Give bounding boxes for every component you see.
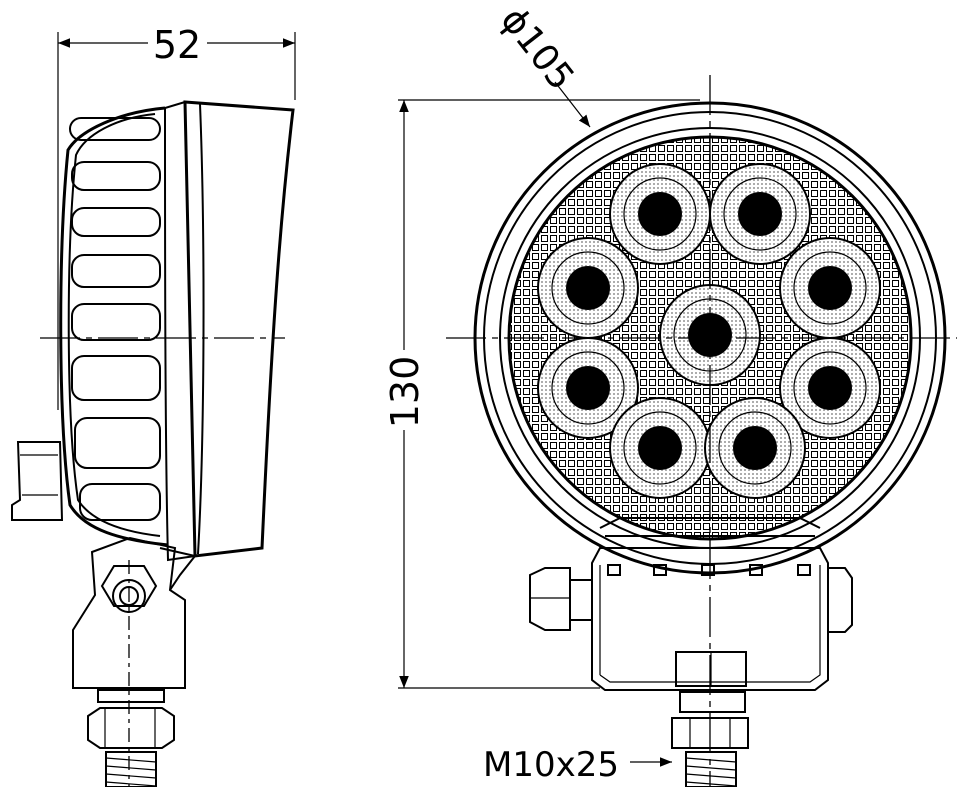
side-bracket	[72, 536, 197, 689]
led	[779, 337, 881, 439]
diameter-dimension: ϕ105	[492, 0, 591, 128]
led	[537, 337, 639, 439]
height-label: 130	[383, 356, 427, 429]
led	[704, 397, 806, 499]
led	[709, 163, 811, 265]
front-view: 130 ϕ105 M10x25	[383, 0, 957, 787]
led	[609, 163, 711, 265]
diameter-label: ϕ105	[492, 0, 581, 98]
cooling-fins	[69, 117, 161, 521]
led	[779, 237, 881, 339]
side-nut	[100, 565, 158, 607]
width-label: 52	[153, 23, 201, 67]
bolt-callout: M10x25	[483, 745, 672, 785]
led-array	[537, 163, 881, 499]
led	[609, 397, 711, 499]
height-dimension: 130	[383, 99, 700, 689]
side-housing	[11, 100, 295, 562]
bolt-label: M10x25	[483, 745, 619, 785]
side-bolt	[87, 689, 175, 787]
front-bolt	[671, 691, 749, 787]
width-dimension: 52	[57, 23, 296, 410]
led	[537, 237, 639, 339]
front-bracket	[529, 547, 853, 691]
side-view: 52	[11, 23, 296, 787]
